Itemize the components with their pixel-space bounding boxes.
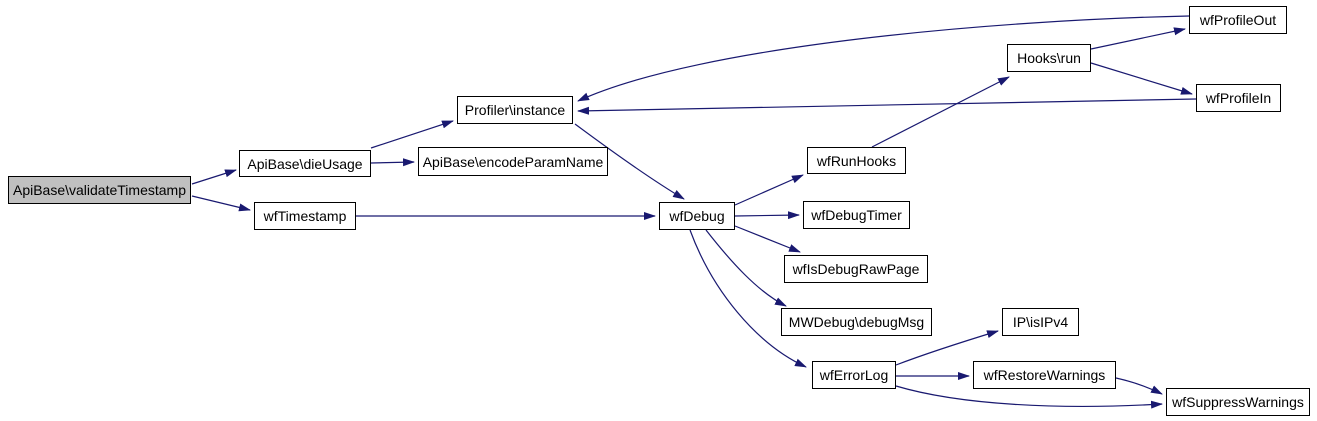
node-encode-param-name[interactable]: ApiBase\encodeParamName: [418, 147, 608, 176]
edge-wf-debug-to-wf-run-hooks: [734, 174, 804, 206]
edge-wf-debug-to-wf-debug-timer: [734, 211, 800, 220]
node-wf-timestamp[interactable]: wfTimestamp: [254, 202, 356, 230]
node-die-usage[interactable]: ApiBase\dieUsage: [239, 150, 371, 177]
edge-validate-timestamp-to-die-usage: [191, 169, 237, 185]
edge-wf-profile-in-to-profiler-instance: [577, 98, 1197, 115]
edge-die-usage-to-encode-param-name: [370, 158, 415, 167]
edge-wf-restore-warnings-to-wf-suppress-warnings: [1115, 377, 1163, 395]
edge-wf-profile-out-to-profiler-instance: [577, 15, 1190, 102]
edge-wf-error-log-to-ip-is-ipv4: [895, 330, 999, 366]
node-wf-debug[interactable]: wfDebug: [659, 202, 735, 230]
edge-wf-run-hooks-to-hooks-run: [871, 76, 1010, 148]
node-wf-profile-in[interactable]: wfProfileIn: [1196, 84, 1281, 112]
edge-profiler-instance-to-wf-debug: [574, 123, 685, 200]
node-wf-restore-warnings[interactable]: wfRestoreWarnings: [973, 361, 1116, 389]
node-wf-debug-timer[interactable]: wfDebugTimer: [803, 201, 910, 229]
node-wf-suppress-warnings[interactable]: wfSuppressWarnings: [1166, 388, 1310, 416]
edge-hooks-run-to-wf-profile-in: [1090, 62, 1193, 95]
node-wf-is-debug-raw-page[interactable]: wfIsDebugRawPage: [784, 255, 928, 283]
edge-wf-debug-to-wf-is-debug-raw-page: [734, 225, 801, 253]
edge-validate-timestamp-to-wf-timestamp: [191, 195, 251, 212]
node-profiler-instance[interactable]: Profiler\instance: [457, 96, 573, 124]
node-wf-error-log[interactable]: wfErrorLog: [812, 361, 896, 389]
node-wf-run-hooks[interactable]: wfRunHooks: [807, 147, 906, 174]
edge-die-usage-to-profiler-instance: [370, 120, 454, 149]
node-wf-profile-out[interactable]: wfProfileOut: [1189, 6, 1287, 34]
edge-hooks-run-to-wf-profile-out: [1090, 27, 1186, 50]
node-validate-timestamp: ApiBase\validateTimestamp: [8, 176, 191, 204]
edge-wf-debug-to-wf-error-log: [689, 229, 807, 368]
edge-wf-error-log-to-wf-suppress-warnings: [895, 385, 1163, 409]
node-ip-is-ipv4[interactable]: IP\isIPv4: [1002, 308, 1079, 336]
node-mw-debug-msg[interactable]: MWDebug\debugMsg: [781, 308, 932, 336]
edge-wf-debug-to-mw-debug-msg: [705, 229, 787, 307]
node-hooks-run[interactable]: Hooks\run: [1007, 44, 1091, 72]
